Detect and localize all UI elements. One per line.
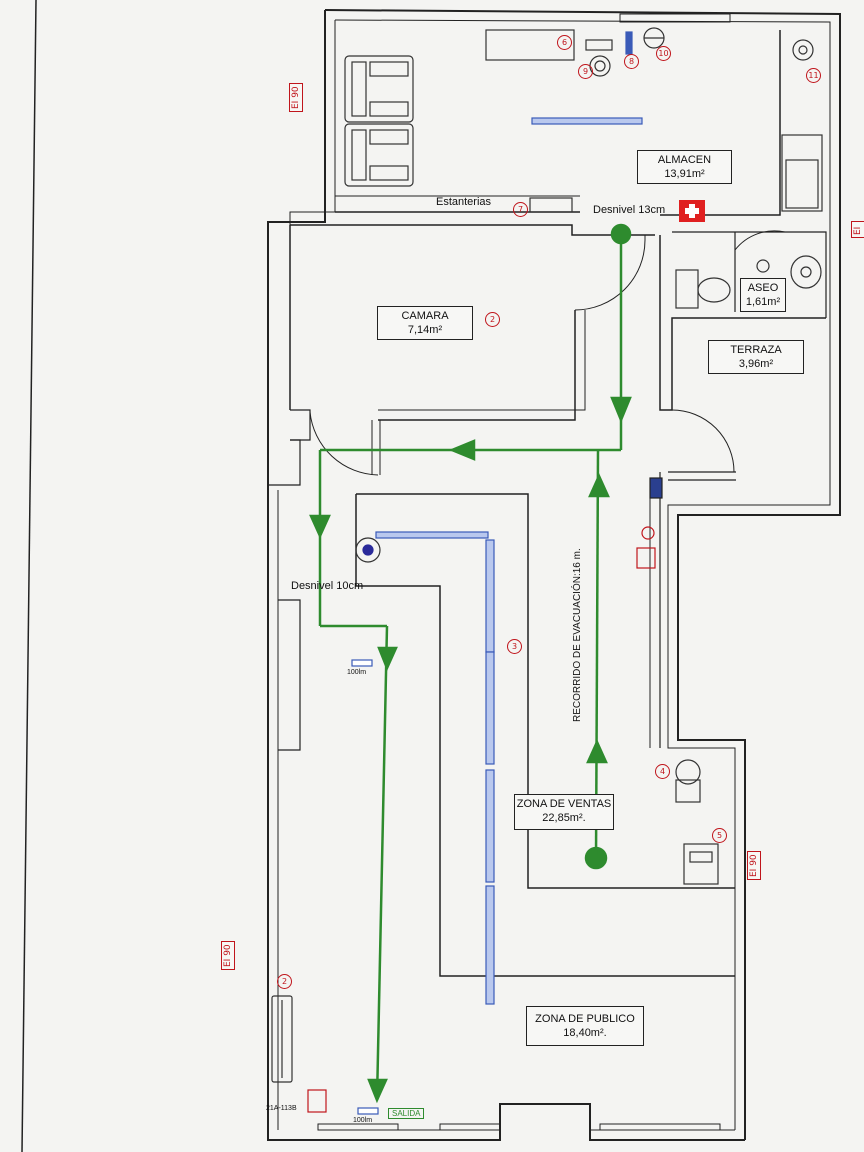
evacuation-distance-label: RECORRIDO DE EVACUACIÓN:16 m. bbox=[572, 548, 583, 722]
room-area: 18,40m². bbox=[563, 1027, 607, 1039]
room-name: ZONA DE PUBLICO bbox=[535, 1013, 635, 1025]
room-zona-publico: ZONA DE PUBLICO 18,40m². bbox=[526, 1006, 644, 1046]
room-name: CAMARA bbox=[401, 310, 449, 322]
extinguisher-icon bbox=[307, 526, 656, 1113]
equipment-number: 3 bbox=[507, 639, 522, 654]
room-area: 1,61m² bbox=[745, 296, 781, 308]
fire-rating-label: EI 90 bbox=[289, 83, 303, 112]
estanterias-label: Estanterias bbox=[436, 196, 492, 208]
equipment-number: 10 bbox=[656, 46, 671, 61]
walls bbox=[267, 9, 841, 1141]
equipment-number: 4 bbox=[655, 764, 670, 779]
exit-sign: SALIDA bbox=[388, 1108, 425, 1119]
desnivel-13-label: Desnivel 13cm bbox=[593, 204, 666, 216]
room-name: ZONA DE VENTAS bbox=[516, 798, 612, 810]
equipment-number: 8 bbox=[624, 54, 639, 69]
room-name: ALMACEN bbox=[657, 154, 712, 166]
desnivel-10-label: Desnivel 10cm bbox=[291, 580, 364, 592]
lamp-lumens-label: 100lm bbox=[347, 669, 367, 676]
room-almacen: ALMACEN 13,91m² bbox=[637, 150, 732, 184]
equipment-number: 6 bbox=[557, 35, 572, 50]
equipment-number: 7 bbox=[513, 202, 528, 217]
room-name: TERRAZA bbox=[730, 344, 782, 356]
equipment-number: 9 bbox=[578, 64, 593, 79]
furniture bbox=[271, 27, 823, 1083]
lighting bbox=[351, 117, 643, 1115]
equipment-number: 2 bbox=[485, 312, 500, 327]
equipment-number: 11 bbox=[806, 68, 821, 83]
room-zona-ventas: ZONA DE VENTAS 22,85m². bbox=[514, 794, 614, 830]
evacuation-route bbox=[309, 223, 632, 1104]
equipment-number: 5 bbox=[712, 828, 727, 843]
fire-rating-label: EI 90 bbox=[221, 941, 235, 970]
room-terraza: TERRAZA 3,96m² bbox=[708, 340, 804, 374]
paper-edge bbox=[21, 0, 37, 1152]
fire-rating-label: EI 90 bbox=[851, 220, 864, 238]
room-name: ASEO bbox=[747, 282, 779, 294]
fire-rating-label: EI 90 bbox=[747, 851, 761, 880]
room-area: 7,14m² bbox=[407, 324, 443, 336]
extinguisher-code-label: 21A-113B bbox=[266, 1105, 297, 1112]
first-aid-icon bbox=[679, 200, 705, 222]
room-area: 3,96m² bbox=[738, 358, 774, 370]
equipment-number: 2 bbox=[277, 974, 292, 989]
lamp-lumens-label: 100lm bbox=[353, 1117, 373, 1124]
room-area: 22,85m². bbox=[542, 812, 586, 824]
room-area: 13,91m² bbox=[664, 168, 705, 180]
room-camara: CAMARA 7,14m² bbox=[377, 306, 473, 340]
room-aseo: ASEO 1,61m² bbox=[740, 278, 786, 312]
